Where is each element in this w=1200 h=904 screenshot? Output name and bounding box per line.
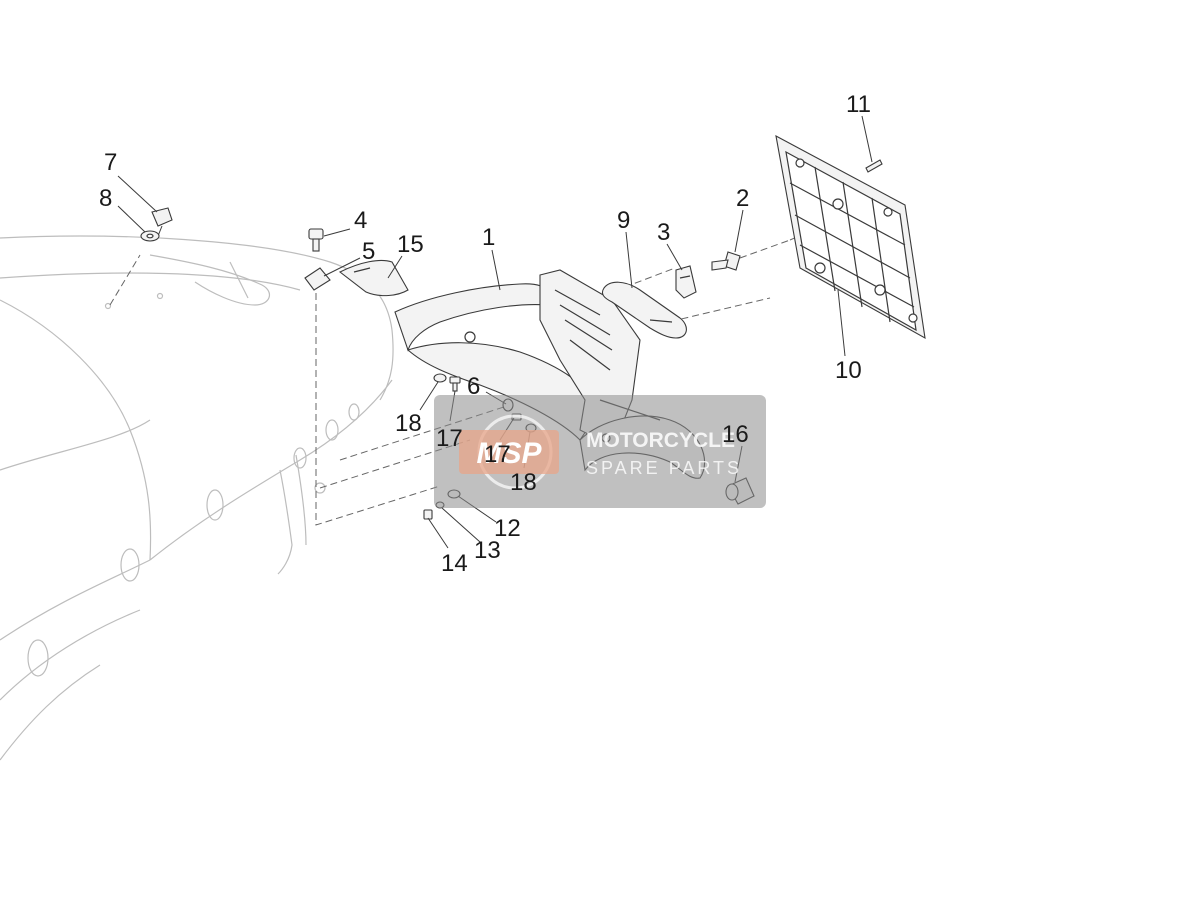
- gasket-part-15: [338, 259, 409, 297]
- callout-2: 2: [736, 185, 749, 212]
- callout-15: 15: [397, 231, 424, 258]
- screw-part-2: [711, 251, 741, 271]
- bolt-part-4: [308, 228, 324, 252]
- callouts: 7 8 4 5 15 1 9 3 2 11 10 6 18 17 17 18 1…: [99, 91, 871, 577]
- callout-9: 9: [617, 207, 630, 234]
- callout-12: 12: [494, 515, 521, 542]
- callout-17-right: 17: [484, 441, 511, 468]
- callout-14: 14: [441, 550, 468, 577]
- callout-18-right: 18: [510, 469, 537, 496]
- rubber-strip-part-9: [601, 281, 687, 339]
- callout-13: 13: [474, 537, 501, 564]
- screw-part-17: [449, 376, 461, 392]
- watermark-logo-badge: [459, 430, 559, 474]
- callout-3: 3: [657, 219, 670, 246]
- clip-part-3: [675, 265, 697, 299]
- license-plate-frame-part-10: [775, 134, 926, 340]
- callout-4: 4: [354, 207, 367, 234]
- screw-part-11: [865, 159, 883, 173]
- washer-part-8: [140, 230, 160, 242]
- watermark-line2: SPARE PARTS: [586, 458, 742, 478]
- callout-16: 16: [722, 421, 749, 448]
- callout-7: 7: [104, 149, 117, 176]
- callout-17-left: 17: [436, 425, 463, 452]
- clip-nut-part-5: [304, 267, 331, 291]
- callout-18-left: 18: [395, 410, 422, 437]
- callout-5: 5: [362, 238, 375, 265]
- callout-6: 6: [467, 373, 480, 400]
- washer-part-18: [433, 373, 447, 383]
- callout-10: 10: [835, 357, 862, 384]
- watermark-line1: MOTORCYCLE: [586, 429, 735, 452]
- callout-8: 8: [99, 185, 112, 212]
- scooter-rear-body: [0, 235, 394, 761]
- callout-11: 11: [846, 91, 871, 118]
- watermark-logo-text: MSP: [476, 437, 542, 470]
- callout-1: 1: [482, 224, 495, 251]
- watermark: MSP MOTORCYCLE SPARE PARTS: [434, 395, 766, 508]
- nut-part-14: [423, 509, 433, 520]
- watermark-box: [434, 395, 766, 508]
